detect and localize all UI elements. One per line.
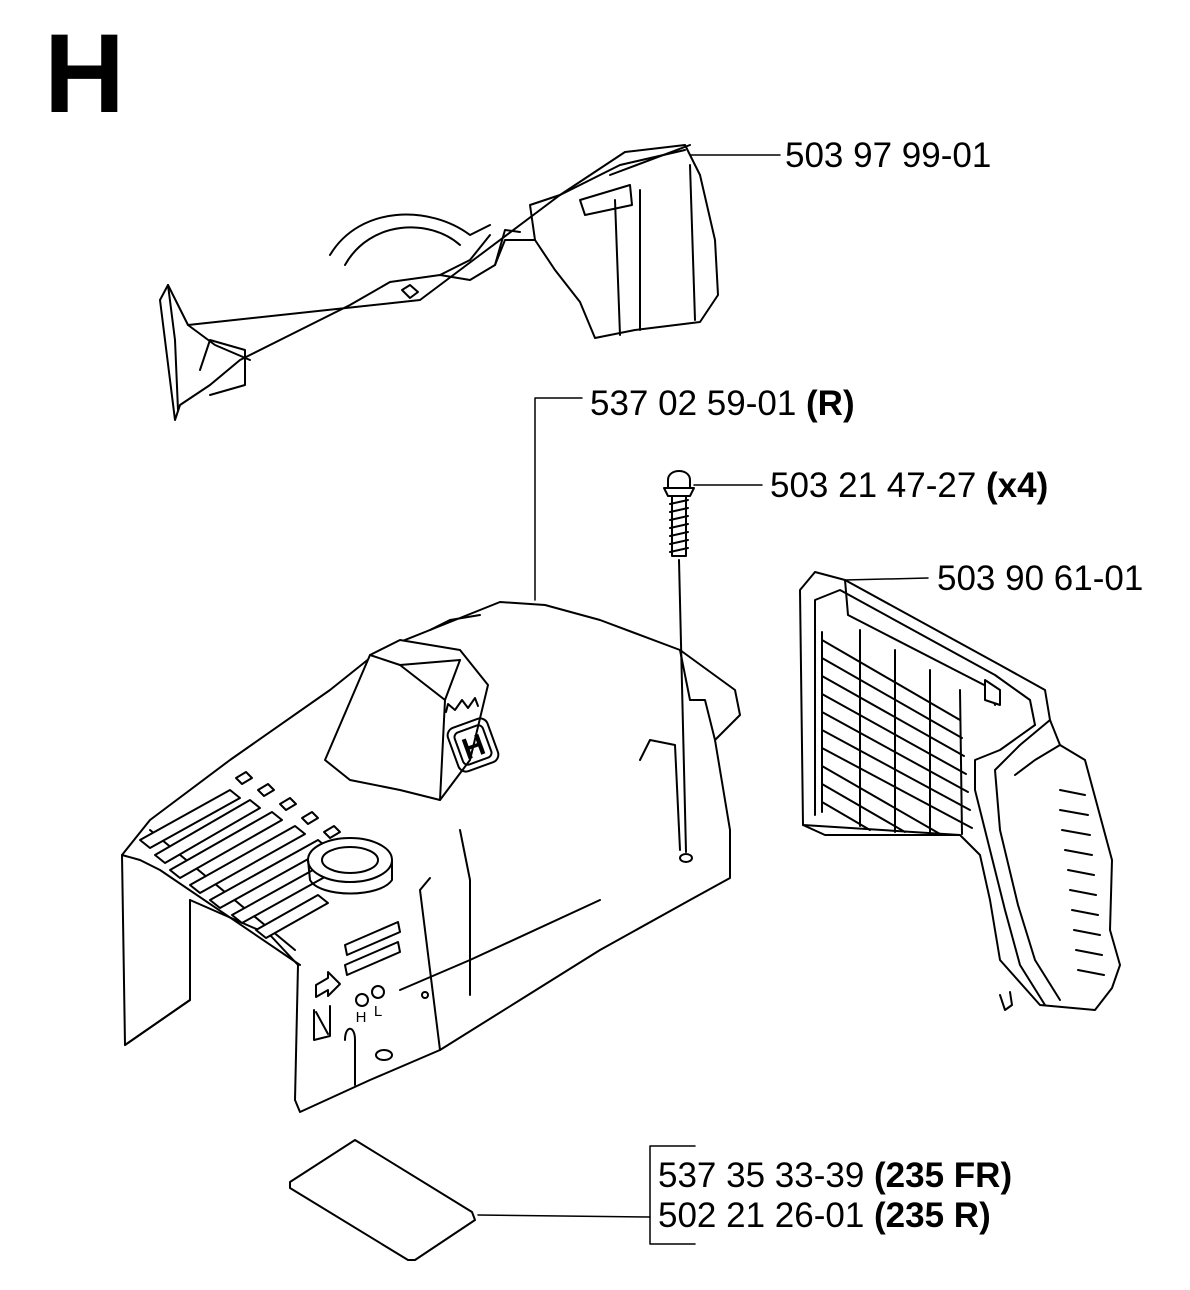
part-label-cylinder-cover: 537 02 59-01 (R) — [590, 386, 855, 421]
decal-label-part — [289, 1139, 476, 1261]
part-label-decal-r: 502 21 26-01 (235 R) — [658, 1198, 991, 1233]
part-number: 502 21 26-01 — [658, 1196, 865, 1235]
filler-neck — [307, 837, 393, 895]
part-qualifier: (235 FR) — [874, 1156, 1013, 1195]
part-label-decal-fr: 537 35 33-39 (235 FR) — [658, 1158, 1012, 1193]
part-qualifier: (R) — [806, 384, 855, 423]
carb-screw-h — [355, 993, 369, 1007]
brand-logo: H — [445, 697, 500, 773]
carb-marking-h: H — [356, 1009, 367, 1026]
cylinder-cover-part: H — [121, 601, 741, 1113]
section-letter: H — [44, 11, 125, 136]
part-qualifier: (x4) — [986, 466, 1049, 505]
screw-part — [663, 470, 695, 853]
part-number: 503 90 61-01 — [937, 559, 1144, 598]
cover-vent-slots — [139, 771, 351, 939]
top-cover-part — [159, 144, 719, 421]
part-number: 537 02 59-01 — [590, 384, 797, 423]
part-number: 537 35 33-39 — [658, 1156, 865, 1195]
carb-screw-l — [371, 985, 385, 999]
screw-hole — [679, 853, 693, 863]
part-number: 503 97 99-01 — [785, 136, 992, 175]
air-grille-part — [799, 571, 1121, 1011]
part-qualifier: (235 R) — [874, 1196, 991, 1235]
grille-slats — [821, 629, 1105, 976]
part-label-top-cover: 503 97 99-01 — [785, 138, 991, 173]
part-label-air-grille: 503 90 61-01 — [937, 561, 1143, 596]
carb-marking-l: L — [374, 1003, 382, 1020]
part-number: 503 21 47-27 — [770, 466, 977, 505]
part-label-screw: 503 21 47-27 (x4) — [770, 468, 1048, 503]
leader-lines — [477, 154, 929, 1245]
